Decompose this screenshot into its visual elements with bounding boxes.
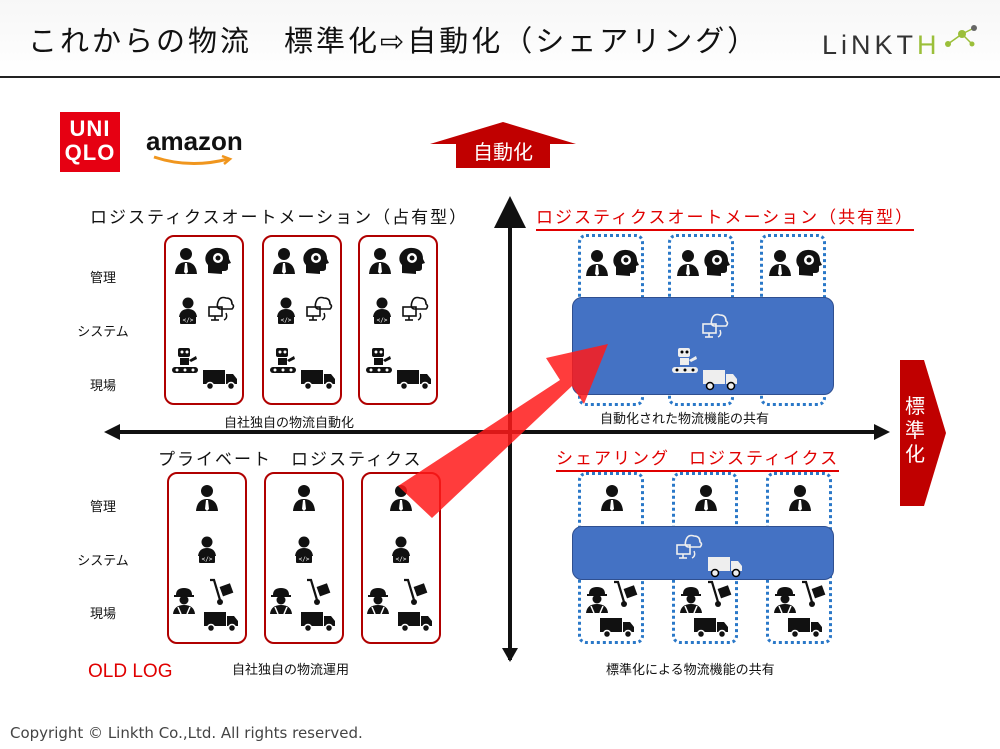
caption-bottom-left: 自社独自の物流運用: [232, 663, 350, 678]
tr-box-3-icons: [769, 249, 822, 276]
bl-box-2-icons: [269, 485, 336, 633]
caption-bottom-right: 標準化による物流機能の共有: [606, 663, 775, 678]
caption-top-left: 自社独自の物流自動化: [224, 416, 355, 431]
standardization-label: 標 準 化: [902, 394, 928, 466]
br-box-1-icons: [585, 485, 639, 639]
row-label-system-top: システム: [77, 325, 129, 340]
brand-logo-text: LiNKT: [822, 30, 918, 60]
quadrant-title-top-left: ロジスティクスオートメーション（占有型）: [90, 208, 469, 228]
row-label-management-bottom: 管理: [89, 500, 116, 515]
quadrant-title-bottom-right: シェアリング ロジスティイクス: [556, 444, 840, 472]
tr-box-2-icons: [677, 249, 730, 276]
tl-box-1-icons: [172, 247, 238, 391]
page-title: これからの物流 標準化⇨自動化（シェアリング）: [28, 24, 760, 58]
bl-box-1-icons: [172, 485, 239, 633]
row-label-field-bottom: 現場: [89, 607, 116, 622]
row-label-management-top: 管理: [89, 271, 116, 286]
standardization-right-arrow: [900, 360, 946, 506]
br-box-3-icons: [773, 485, 827, 639]
amazon-smile-icon: [153, 154, 233, 166]
quadrant-title-bottom-left: プライベート ロジスティクス: [158, 450, 423, 470]
automation-label: 自動化: [473, 140, 533, 164]
uniqlo-logo-bottom: QLO: [64, 140, 116, 165]
quadrant-title-top-right: ロジスティクスオートメーション（共有型）: [536, 203, 915, 231]
company-box-bl-3: [361, 472, 441, 644]
company-box-bl-1: [167, 472, 247, 644]
tl-box-2-icons: [270, 247, 336, 391]
shared-standard-band: [572, 526, 834, 580]
tl-box-3-icons: [366, 247, 432, 391]
brand-network-icon: [945, 25, 977, 47]
row-label-field-top: 現場: [89, 379, 116, 394]
standardization-char-2: 準: [905, 418, 925, 442]
company-box-tl-3: [358, 235, 438, 405]
header-bar: [0, 0, 1000, 78]
uniqlo-logo-top: UNI: [69, 116, 111, 141]
brand-logo-h: H: [917, 30, 941, 60]
shared-automation-icons: [672, 313, 738, 391]
old-log-label: OLD LOG: [88, 661, 173, 682]
copyright: Copyright © Linkth Co.,Ltd. All rights r…: [10, 724, 363, 742]
amazon-logo: amazon: [146, 126, 243, 156]
row-label-system-bottom: システム: [77, 554, 129, 569]
transition-arrow: [398, 344, 608, 518]
standardization-char-3: 化: [905, 442, 925, 466]
automation-up-arrow: [430, 122, 576, 168]
shared-standard-icons: [676, 534, 743, 578]
company-box-bl-2: [264, 472, 344, 644]
brand-logo: LiNKTH: [822, 30, 941, 61]
company-box-tl-1: [164, 235, 244, 405]
tr-box-1-icons: [586, 249, 639, 276]
caption-top-right: 自動化された物流機能の共有: [600, 412, 770, 427]
company-box-tl-2: [262, 235, 342, 405]
standardization-char-1: 標: [905, 394, 925, 418]
